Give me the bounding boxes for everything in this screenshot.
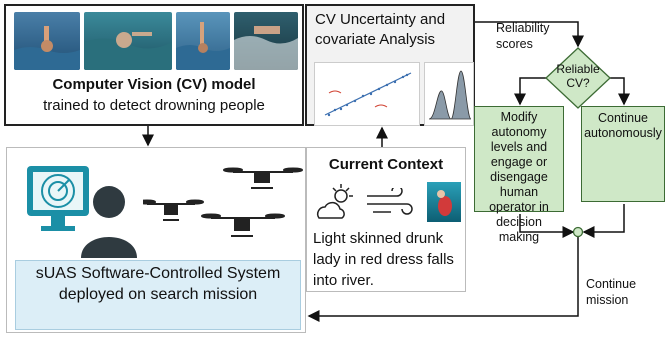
- radar-operator-icon: [27, 166, 137, 258]
- arrow-decision-to-continue: [608, 77, 630, 106]
- suas-system-box: sUAS Software-Controlled System deployed…: [6, 147, 306, 333]
- uncertainty-box: CV Uncertainty and covariate Analysis: [305, 4, 475, 126]
- uncertainty-title: CV Uncertainty and covariate Analysis: [315, 11, 446, 48]
- continue-mission-label: Continue mission: [586, 277, 637, 307]
- modify-autonomy-box: Modify autonomy levels and engage or dis…: [474, 106, 564, 244]
- wind-icon: [367, 188, 413, 215]
- arrow-to-decision: [475, 21, 584, 48]
- decision-diamond: [545, 47, 611, 109]
- modify-autonomy-label: Modify autonomy levels and engage or dis…: [489, 110, 549, 244]
- decision-label: Reliable CV?: [556, 62, 600, 90]
- cv-model-subtitle: trained to detect drowning people: [43, 97, 265, 114]
- drone-2: [223, 167, 303, 189]
- arrow-modify-to-junction: [519, 214, 575, 238]
- reliability-scores-label: Reliability scores: [496, 21, 550, 51]
- suas-system-label: sUAS Software-Controlled System deployed…: [15, 260, 301, 330]
- drone-1: [143, 199, 204, 221]
- weather-sun-cloud-icon: [317, 184, 353, 219]
- cv-model-title: Computer Vision (CV) model: [52, 76, 256, 93]
- continue-autonomously-label: Continue autonomously: [584, 111, 662, 140]
- drone-swarm-icon: [143, 167, 303, 237]
- continue-autonomously-box: Continue autonomously: [581, 106, 665, 202]
- arrow-decision-to-modify: [514, 77, 548, 106]
- drowning-photo-4: [234, 12, 298, 70]
- river-victim-photo: [427, 182, 461, 222]
- uncertainty-scatter-plot: [314, 62, 420, 126]
- current-context-description: Light skinned drunk lady in red dress fa…: [313, 230, 454, 289]
- drowning-photo-3: [176, 12, 230, 70]
- drowning-photo-2: [84, 12, 172, 70]
- current-context-title: Current Context: [328, 156, 444, 173]
- arrow-continue-mission: [307, 237, 579, 322]
- arrow-continue-to-junction: [582, 204, 625, 238]
- uncertainty-density-plot: [424, 62, 474, 126]
- drowning-photo-1: [14, 12, 80, 70]
- current-context-box: Current Context Light skinned drunk lady…: [306, 147, 466, 292]
- decision-node: Reliable CV?: [546, 48, 610, 108]
- junction-node: [572, 226, 584, 238]
- drone-3: [201, 213, 285, 237]
- cv-model-box: Computer Vision (CV) model trained to de…: [4, 4, 304, 126]
